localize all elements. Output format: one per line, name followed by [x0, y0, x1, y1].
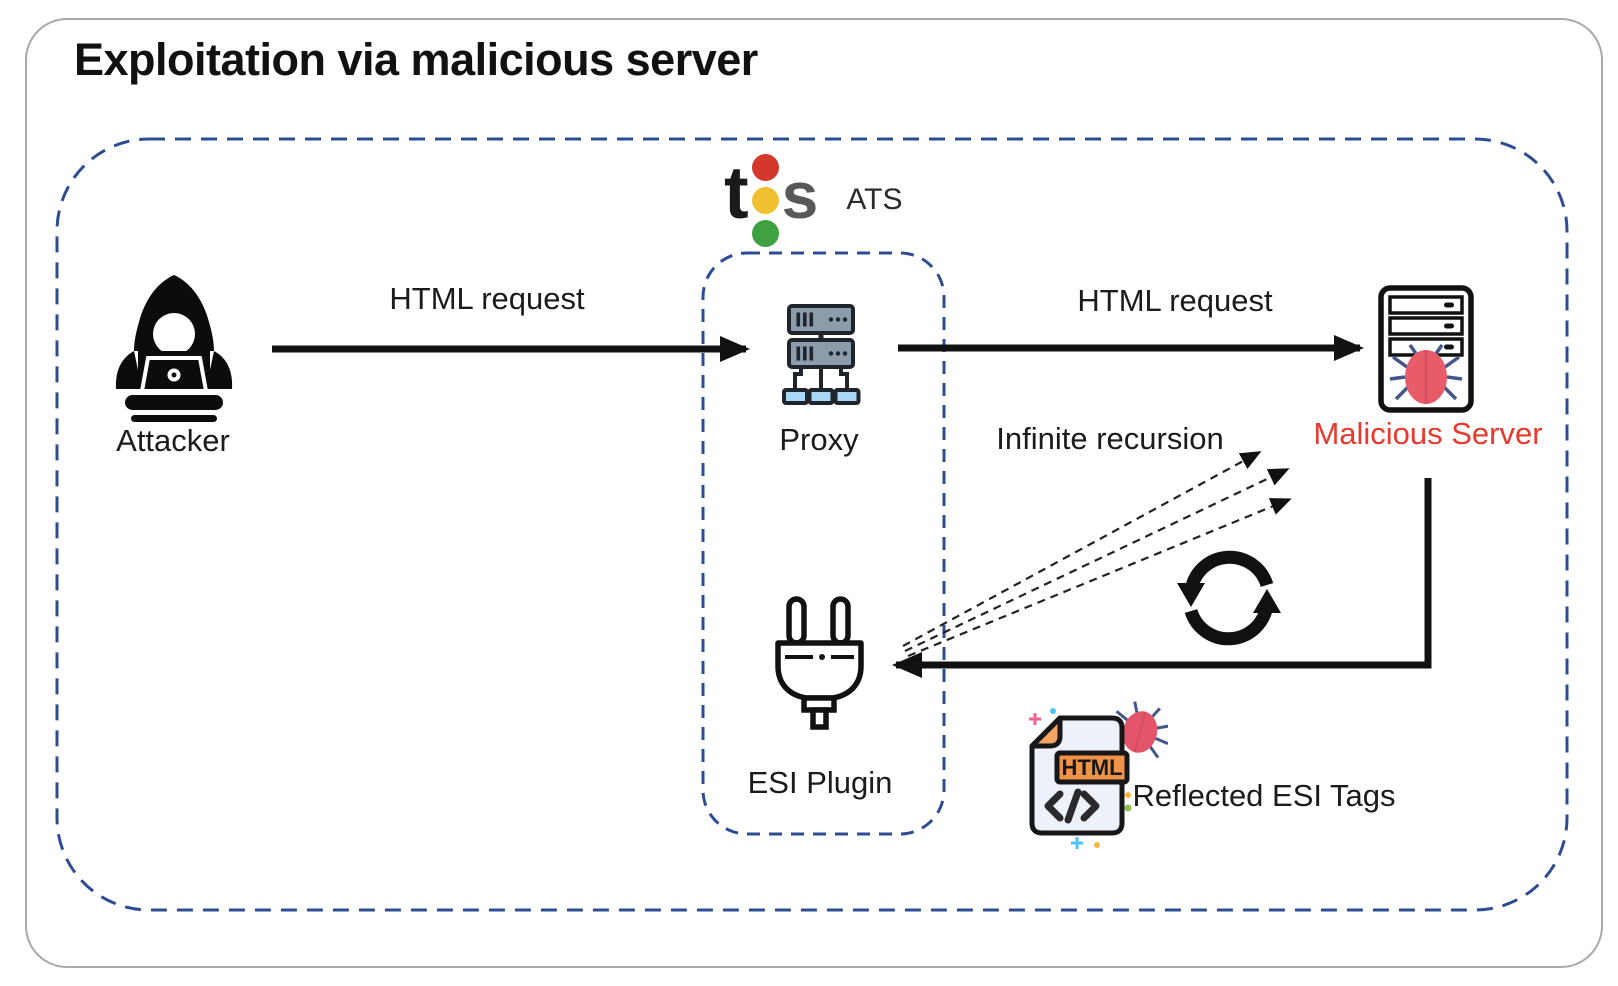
proxy-icon: [782, 304, 861, 405]
infinite-recursion-label: Infinite recursion: [996, 421, 1224, 456]
dashed-arrow-3: [907, 498, 1292, 658]
ats-boundary-box: [55, 137, 1569, 912]
traffic-light-green-dot: [751, 219, 779, 247]
dashed-arrow-2: [904, 468, 1290, 652]
ats-label: ATS: [846, 183, 903, 216]
traffic-light-red-dot: [751, 153, 779, 181]
dashed-arrows-infinite-recursion: [902, 451, 1292, 658]
malicious-server-label: Malicious Server: [1313, 416, 1543, 451]
esi-plugin-label: ESI Plugin: [747, 765, 893, 800]
edge-label-html-request-2: HTML request: [1077, 283, 1273, 318]
attacker-face: [153, 313, 195, 355]
diagram-card: [25, 18, 1603, 968]
sparkle-decorations: [1029, 708, 1132, 849]
reflected-esi-tags-label: Reflected ESI Tags: [1132, 778, 1396, 813]
attacker-icon: [115, 275, 233, 422]
dashed-arrow-1: [902, 451, 1262, 647]
html-file-icon: HTML: [1029, 701, 1168, 849]
malicious-server-icon: [1378, 285, 1474, 413]
proxy-plugin-boundary-box: [701, 251, 946, 836]
esi-plugin-icon: [775, 596, 864, 730]
html-badge-text: HTML: [1061, 755, 1122, 780]
folded-corner: [1029, 715, 1063, 749]
proxy-label: Proxy: [779, 422, 859, 457]
ats-logo: t s ATS: [724, 150, 903, 250]
code-icon: [1044, 788, 1100, 824]
ats-logo-letter-s: s: [781, 158, 819, 232]
arrow-malicious-server-to-esi-plugin: [892, 478, 1432, 678]
html-badge: [1054, 750, 1130, 785]
diagram-title: Exploitation via malicious server: [74, 34, 758, 85]
attacker-label: Attacker: [116, 423, 230, 458]
ats-logo-letter-t: t: [724, 151, 749, 234]
proxy-server-units: [787, 304, 855, 369]
edge-label-html-request-1: HTML request: [389, 281, 585, 316]
traffic-light-yellow-dot: [751, 186, 779, 214]
refresh-loop-icon: [1177, 550, 1281, 646]
traffic-light-icon: [751, 151, 779, 250]
proxy-client-nodes: [782, 388, 861, 405]
bug-icon: [1389, 343, 1463, 404]
